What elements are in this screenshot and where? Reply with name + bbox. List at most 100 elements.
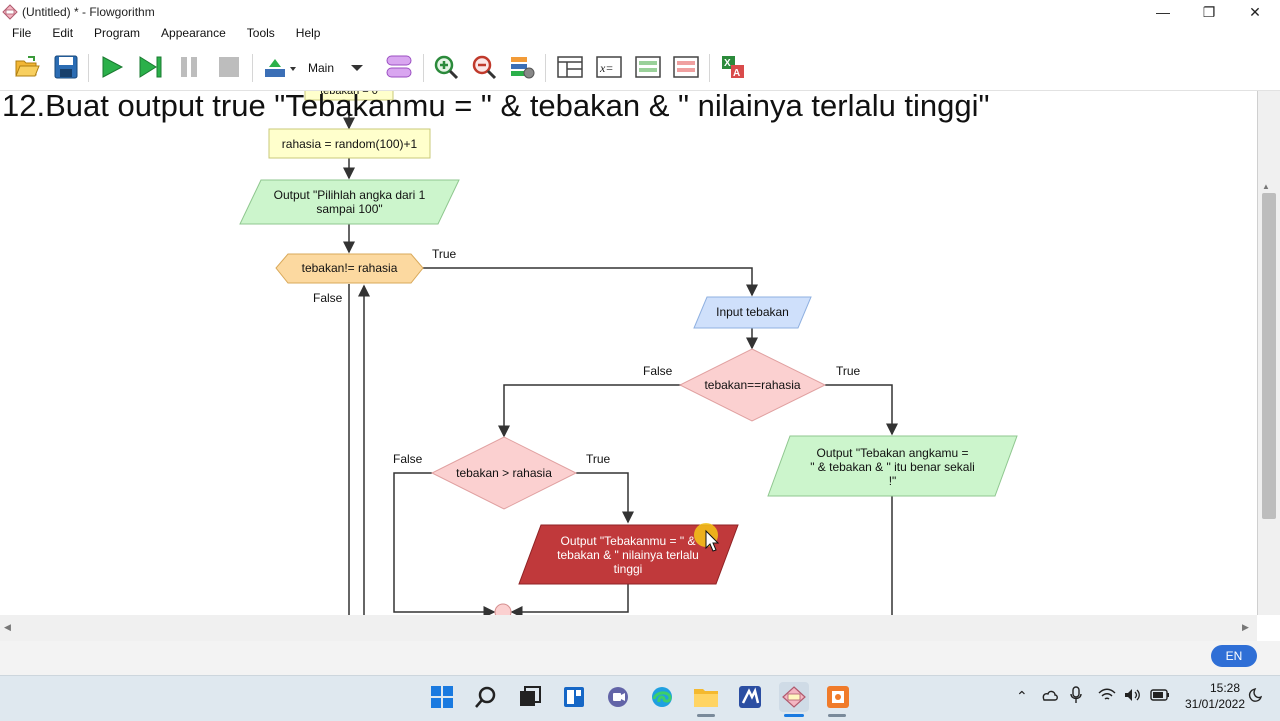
connector-line [423,267,758,297]
teams-chat-button[interactable] [603,682,633,712]
zoom-out-button[interactable] [469,52,499,82]
step-icon [139,56,162,78]
file-explorer-icon [694,689,718,707]
menu-help[interactable]: Help [295,26,321,40]
input-shape[interactable] [693,296,812,329]
svg-text:X: X [724,58,731,69]
menu-bar: File Edit Program Appearance Tools Help [0,24,1280,44]
menu-file[interactable]: File [12,26,32,40]
notification-icon[interactable] [1246,687,1263,708]
chevron-up-icon[interactable]: ⌃ [1016,688,1028,704]
pause-icon [181,57,197,77]
output-high-line: tebakan & " nilainya terlalu [557,548,699,562]
output-correct-shape[interactable] [767,435,1018,497]
teams-chat-icon [608,687,628,707]
output-intro-shape[interactable] [239,179,460,225]
speed-icon [265,59,296,77]
minimize-button[interactable]: — [1140,0,1186,24]
widgets-button[interactable] [559,682,589,712]
widgets-icon [564,687,584,707]
translate-button[interactable]: X A [718,52,748,82]
language-badge[interactable]: EN [1211,645,1257,667]
flowgorithm-taskbar-button[interactable] [779,682,809,712]
output-correct-line: " & tebakan & " itu benar sekali [810,460,975,474]
output-high-label: Output "Tebakanmu = " & tebakan & " nila… [540,534,716,576]
flowchart-canvas[interactable]: tebakan = 0 rahasia = random(100)+1 Outp… [0,91,1258,615]
input-label: Input tebakan [716,305,789,319]
wifi-icon[interactable] [1098,688,1116,705]
toolbar-separator [88,54,89,82]
windows-start-button[interactable] [427,682,457,712]
running-indicator [697,714,715,717]
save-button[interactable] [51,52,81,82]
vertical-scroll-thumb[interactable] [1262,193,1276,519]
edge-button[interactable] [647,682,677,712]
scroll-right-icon[interactable]: ▶ [1242,622,1249,632]
task-view-button[interactable] [515,682,545,712]
menu-edit[interactable]: Edit [52,26,74,40]
run-button[interactable] [97,52,127,82]
layout-button[interactable] [555,52,585,82]
volume-icon[interactable] [1124,688,1142,705]
minimize-icon: — [1156,4,1170,20]
output-high-line: Output "Tebakanmu = " & [560,534,696,548]
function-select[interactable]: Main [308,58,372,78]
menu-program[interactable]: Program [94,26,141,40]
connector-line [393,472,496,615]
function-icon [386,55,412,78]
visual-studio-button[interactable] [735,682,765,712]
join-circle [494,603,512,615]
stop-button[interactable] [214,52,244,82]
layout-icon [557,56,583,78]
zoom-in-icon [434,55,459,80]
source-viewer-button[interactable] [671,52,701,82]
assign-rahasia-label: rahasia = random(100)+1 [281,137,418,151]
if-equal-false-label: False [643,364,673,378]
horizontal-scrollbar[interactable] [0,615,1257,641]
media-app-button[interactable] [823,682,853,712]
battery-icon[interactable] [1150,689,1170,704]
stop-icon [219,57,239,77]
microphone-icon[interactable] [1070,686,1082,707]
mouse-pointer-icon [705,529,720,552]
zoom-in-button[interactable] [431,52,461,82]
open-button[interactable] [12,52,42,82]
loop-true-label: True [432,247,457,261]
search-button[interactable] [471,682,501,712]
scroll-up-icon[interactable]: ▲ [1262,182,1270,191]
if-greater-false-label: False [393,452,423,466]
output-correct-line: !" [888,474,897,488]
output-intro-line: sampai 100" [316,202,383,216]
function-manager-button[interactable] [384,52,414,82]
variable-watch-button[interactable]: x= [594,52,624,82]
if-equal-shape[interactable] [678,348,827,422]
style-button[interactable] [507,52,537,82]
assign-rahasia-shape[interactable] [268,128,431,159]
flowchart-connectors [239,91,1018,615]
if-greater-shape[interactable] [430,436,578,510]
step-button[interactable] [136,52,166,82]
speed-button[interactable] [260,52,300,82]
style-icon [511,57,535,79]
menu-tools[interactable]: Tools [246,26,275,40]
console-button[interactable] [633,52,663,82]
output-high-shape[interactable] [518,524,739,585]
clock-date[interactable]: 31/01/2022 [1184,697,1246,711]
close-button[interactable]: ✕ [1232,0,1278,24]
while-loop-shape[interactable] [275,253,424,284]
clock-time[interactable]: 15:28 [1209,681,1241,695]
if-greater-label: tebakan > rahasia [456,466,552,480]
scroll-left-icon[interactable]: ◀ [4,622,11,632]
file-explorer-button[interactable] [691,682,721,712]
cloud-icon[interactable] [1040,688,1058,705]
active-indicator [784,714,804,717]
taskbar [0,675,1280,721]
toolbar-separator [252,54,253,82]
maximize-button[interactable]: ❐ [1186,0,1232,24]
open-folder-icon [15,56,40,77]
pause-button[interactable] [174,52,204,82]
maximize-icon: ❐ [1202,3,1216,20]
output-intro-line: Output "Pilihlah angka dari 1 [273,188,426,202]
menu-appearance[interactable]: Appearance [161,26,226,40]
assign-shape-partial[interactable] [304,91,394,101]
